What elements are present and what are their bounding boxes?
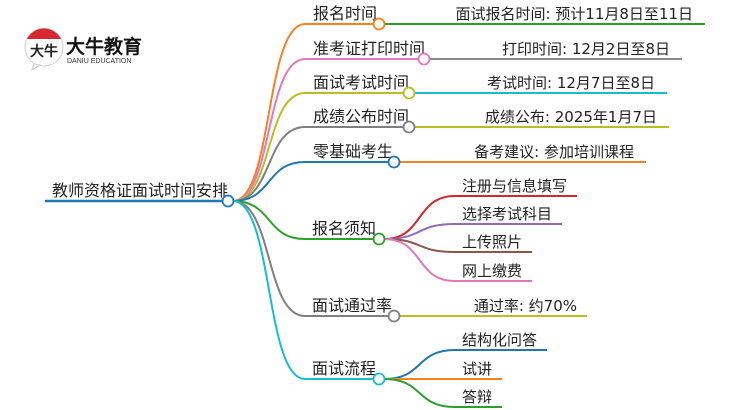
subtopic[interactable]: 考试时间: 12月7日至8日 <box>487 74 655 92</box>
branch-topic[interactable]: 面试考试时间 <box>313 73 409 92</box>
subtopic[interactable]: 备考建议: 参加培训课程 <box>474 143 634 161</box>
branch-topic[interactable]: 面试通过率 <box>312 296 392 315</box>
logo-subtitle: DANIU EDUCATION <box>67 58 131 65</box>
branch-connector <box>232 58 419 202</box>
subtopic-connector <box>383 349 547 380</box>
collapse-toggle[interactable] <box>387 155 401 169</box>
subtopic[interactable]: 结构化问答 <box>462 331 537 349</box>
subtopic-connector <box>383 238 532 253</box>
subtopic[interactable]: 打印时间: 12月2日至8日 <box>502 40 670 58</box>
subtopic-connector <box>383 223 562 240</box>
collapse-toggle[interactable] <box>417 52 431 66</box>
branch-topic[interactable]: 报名时间 <box>313 4 377 23</box>
collapse-toggle[interactable] <box>372 372 386 386</box>
subtopic[interactable]: 网上缴费 <box>462 262 522 280</box>
subtopic[interactable]: 通过率: 约70% <box>474 297 577 315</box>
logo-title: 大牛教育 <box>66 35 142 58</box>
branch-connector <box>232 23 374 202</box>
subtopic[interactable]: 成绩公布: 2025年1月7日 <box>485 108 657 126</box>
branch-connector <box>232 92 404 202</box>
logo-mark-red-cap <box>27 28 61 39</box>
root-topic[interactable]: 教师资格证面试时间安排 <box>52 181 228 200</box>
branch-topic[interactable]: 成绩公布时间 <box>313 107 409 126</box>
branch-topic[interactable]: 零基础考生 <box>313 142 393 161</box>
subtopic[interactable]: 上传照片 <box>462 233 522 251</box>
logo-mark-tail <box>31 63 42 72</box>
branch-connector <box>232 161 389 202</box>
subtopic[interactable]: 答辩 <box>462 388 492 406</box>
collapse-toggle[interactable] <box>402 120 416 134</box>
collapse-toggle[interactable] <box>372 232 386 246</box>
branch-topic[interactable]: 准考证打印时间 <box>313 39 425 58</box>
subtopic-connector <box>383 378 502 408</box>
branch-connector <box>232 126 404 202</box>
subtopic[interactable]: 选择考试科目 <box>462 205 552 223</box>
subtopic[interactable]: 注册与信息填写 <box>462 177 567 195</box>
collapse-toggle[interactable] <box>387 309 401 323</box>
branch-topic[interactable]: 面试流程 <box>312 359 376 378</box>
branch-topic[interactable]: 报名须知 <box>312 219 376 238</box>
branch-connector <box>232 200 389 317</box>
branch-connector <box>232 200 374 380</box>
logo-mark-text: 大牛 <box>30 43 58 60</box>
subtopic-connector <box>383 195 577 240</box>
subtopic[interactable]: 试讲 <box>462 360 492 378</box>
branch-connector <box>232 200 374 240</box>
subtopic-connector <box>383 238 532 282</box>
collapse-toggle[interactable] <box>402 86 416 100</box>
collapse-toggle[interactable] <box>372 17 386 31</box>
logo: 大牛 大牛教育 DANIU EDUCATION <box>24 27 142 72</box>
subtopic[interactable]: 面试报名时间: 预计11月8日至11日 <box>455 5 693 23</box>
root-collapse-toggle[interactable] <box>221 194 235 208</box>
